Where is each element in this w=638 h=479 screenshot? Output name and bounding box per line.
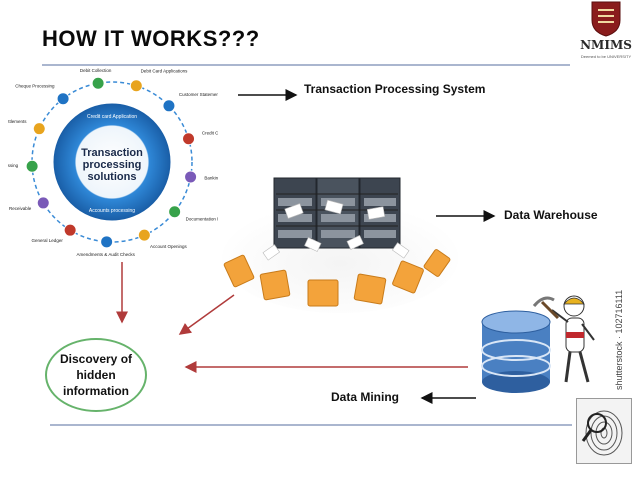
stock-watermark-text: shutterstock · 102716111	[614, 289, 624, 390]
wheel-node-icon	[162, 99, 176, 113]
tps-wheel-diagram: Transaction processing solutions Credit …	[8, 68, 218, 257]
nmims-logo: NMIMS Deemed to be UNIVERSITY	[576, 0, 632, 72]
data-mining-illustration	[481, 295, 595, 393]
wheel-node-label: Credit Card Application F	[202, 131, 218, 136]
wheel-node-icon	[56, 92, 70, 106]
wheel-node-label: Documentation Management	[186, 216, 218, 221]
wheel-node-icon	[137, 228, 151, 242]
wheel-center-line-2: processing	[83, 159, 142, 171]
wheel-node-icon	[129, 79, 143, 93]
wheel-node-label: Customer Statement	[179, 92, 218, 97]
data-warehouse-label: Data Warehouse	[504, 208, 598, 222]
wheel-node-label: Cheque Processing	[15, 84, 55, 89]
bottom-divider	[50, 424, 572, 426]
wheel-node-icon	[63, 223, 77, 237]
wheel-node-icon	[25, 159, 39, 173]
folder-icons	[223, 249, 451, 307]
miner-figure-icon	[532, 295, 595, 383]
arrow-warehouse-to-discovery	[178, 294, 235, 335]
wheel-node-label: Accounts Receivable	[8, 206, 32, 211]
wheel-node-label: Account Openings	[150, 244, 188, 249]
wheel-node-icon	[168, 205, 182, 219]
wheel-node-icon	[91, 76, 105, 90]
slide-title: HOW IT WORKS???	[42, 26, 260, 51]
wheel-node-icon	[32, 122, 46, 136]
wheel-node-icon	[184, 170, 198, 184]
wheel-node-icon	[100, 235, 114, 249]
logo-wordmark: NMIMS	[580, 38, 632, 52]
database-cylinder-icon	[481, 310, 551, 393]
wheel-node-label: Banking & Treasury Reconciliation	[204, 176, 218, 181]
discovery-line-1: Discovery of	[59, 352, 133, 366]
fingerprint-badge	[576, 398, 632, 464]
logo-subtitle: Deemed to be UNIVERSITY	[580, 54, 632, 59]
wheel-node-icon	[36, 196, 50, 210]
wheel-ring-label-top: Credit card Application	[87, 114, 137, 120]
wheel-node-icon	[182, 132, 196, 146]
discovery-ellipse: Discovery of hidden information	[45, 338, 147, 412]
discovery-line-2: hidden	[76, 368, 116, 382]
wheel-node-label: Clearing and Settlements	[8, 119, 27, 124]
tps-label: Transaction Processing System	[304, 82, 486, 96]
fingerprint-icon	[581, 410, 623, 456]
discovery-line-3: information	[63, 384, 129, 398]
crest-icon	[591, 1, 621, 37]
top-divider	[42, 64, 570, 66]
wheel-center-line-3: solutions	[88, 171, 137, 183]
wheel-node-label: Amendments & Audit Checks	[77, 252, 136, 257]
data-warehouse-illustration	[222, 177, 458, 313]
wheel-ring-label-bottom: Accounts processing	[89, 208, 135, 214]
wheel-center-line-1: Transaction	[81, 147, 143, 159]
stock-watermark: shutterstock · 102716111	[609, 270, 629, 400]
wheel-node-label: Debit Card Applications	[141, 68, 189, 73]
wheel-node-label: General Ledger	[32, 238, 64, 243]
wheel-node-label: Claims Processing	[8, 163, 19, 168]
paper-sheets-icon	[262, 199, 410, 261]
data-mining-label: Data Mining	[331, 390, 399, 404]
wheel-node-label: Debit Collection	[80, 68, 112, 73]
